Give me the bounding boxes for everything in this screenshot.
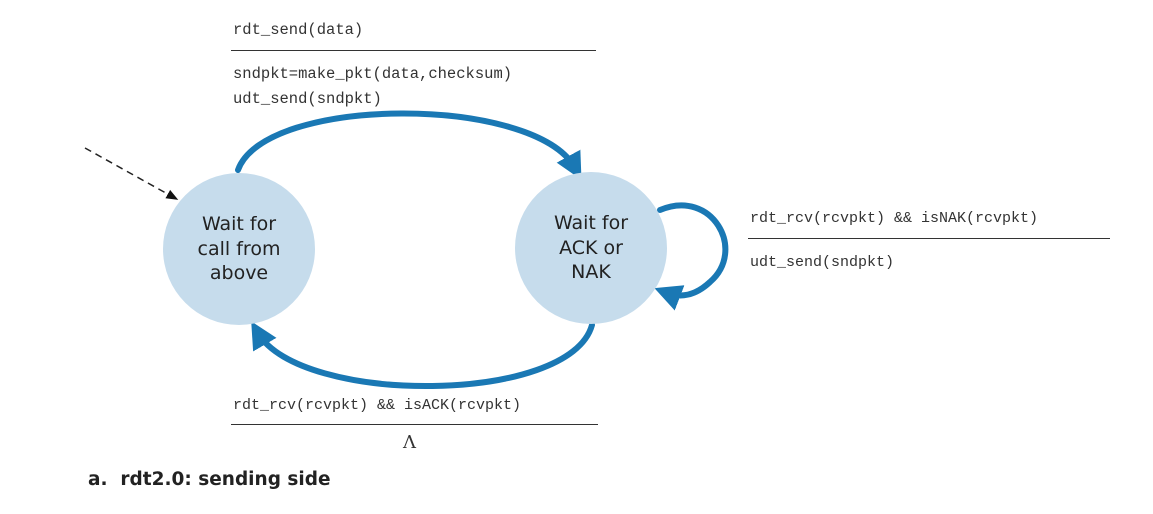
state-wait-for-call-line-1: Wait for [201,212,277,235]
send-event-label: rdt_send(data) [233,21,364,39]
nak-self-loop-arrow [654,202,729,311]
state-wait-for-call-line-3: above [209,262,269,285]
state-wait-for-ack-line-1: Wait for [553,211,629,234]
figure-caption: a. rdt2.0: sending side [88,469,331,490]
ack-action-lambda: Λ [403,432,416,453]
ack-event-label: rdt_rcv(rcvpkt) && isACK(rcvpkt) [233,397,522,414]
send-transition-rule [231,50,596,51]
state-wait-for-call-line-2: call from [197,237,281,260]
state-wait-for-ack-line-3: NAK [571,261,611,284]
ack-transition-rule [231,424,598,425]
ack-transition-arrow [251,321,595,390]
initial-state-arrow [84,147,179,200]
nak-transition-rule [748,238,1110,239]
nak-event-label: rdt_rcv(rcvpkt) && isNAK(rcvpkt) [750,210,1039,227]
send-action-label-1: sndpkt=make_pkt(data,checksum) [233,65,513,83]
state-wait-for-ack-line-2: ACK or [559,236,623,259]
nak-action-label: udt_send(sndpkt) [750,254,895,271]
state-wait-for-call: Wait for call from above [163,173,315,325]
send-action-label-2: udt_send(sndpkt) [233,90,382,108]
send-transition-arrow [235,110,582,180]
state-wait-for-ack-nak: Wait for ACK or NAK [515,172,667,324]
